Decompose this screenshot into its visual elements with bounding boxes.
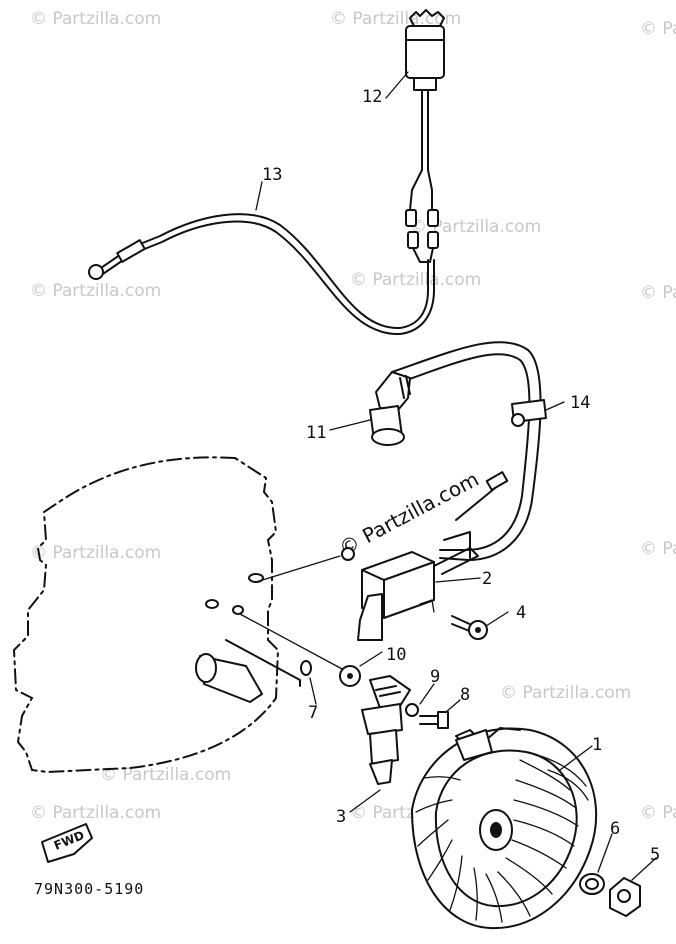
pin-part-7 [195,639,312,703]
callout-10: 10 [386,645,406,665]
watermark: © Partzilla.com [640,19,676,39]
callout-3: 3 [336,807,346,827]
callout-5: 5 [650,845,660,865]
watermark-layer: © Partzilla.com © Partzilla.com © Partzi… [30,9,676,823]
nut-part-5 [609,877,641,917]
washer-part-6 [579,873,605,895]
watermark: © Partzilla.com [30,803,161,823]
callout-2: 2 [482,569,492,589]
plug-cap-part-11 [369,341,542,561]
fwd-arrow: FWD [41,823,93,863]
callout-12: 12 [362,87,382,107]
main-switch-part-12 [405,9,445,227]
callout-labels: 1 2 3 4 5 6 7 8 9 10 11 12 13 14 [262,87,660,865]
watermark: © Partzilla.com [330,9,461,29]
callout-9: 9 [430,667,440,687]
callout-8: 8 [460,685,470,705]
engine-outline [12,456,280,774]
watermark-main: © Partzilla.com [335,467,483,561]
clamp-part-14 [511,399,547,427]
watermark: © Partzilla.com [350,270,481,290]
ignition-coil-part-2 [357,471,509,641]
callout-14: 14 [570,393,590,413]
bolt-part-8 [419,711,449,729]
collar-part-10 [239,613,361,687]
watermark: © Partzilla.com [30,281,161,301]
washer-part-9 [405,703,419,717]
callout-7: 7 [308,703,318,723]
callout-6: 6 [610,819,620,839]
callout-11: 11 [306,423,326,443]
callout-13: 13 [262,165,282,185]
flywheel-part-1 [411,727,598,930]
callout-1: 1 [592,735,602,755]
washer-group [205,547,355,615]
bolt-part-4 [451,615,488,640]
watermark: © Partzilla.com [30,543,161,563]
watermark: © Partzilla.com [30,9,161,29]
lead-wire-part-13 [88,213,439,336]
leader-lines [255,71,657,881]
watermark: © Partzilla.com [640,803,676,823]
diagram-code: 79N300-5190 [34,880,144,898]
callout-4: 4 [516,603,526,623]
watermark: © Partzilla.com [100,765,231,785]
watermark: © Partzilla.com [640,283,676,303]
watermark: © Partzilla.com [410,217,541,237]
watermark: © Partzilla.com [500,683,631,703]
watermark: © Partzilla.com [640,539,676,559]
pulser-coil-part-3 [361,675,411,785]
